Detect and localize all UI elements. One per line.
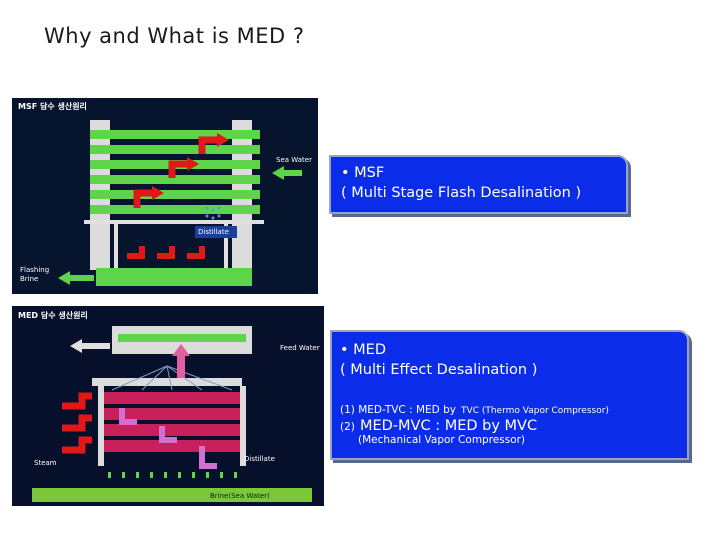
- med-tvc-suffix: TVC (Thermo Vapor Compressor): [461, 406, 609, 416]
- med-effect: [102, 408, 242, 420]
- msf-sea-water-label: Sea Water: [276, 156, 312, 164]
- med-brine-label: Brine(Sea Water): [210, 492, 270, 500]
- msf-box-title: • MSF: [341, 165, 385, 181]
- med-effect: [102, 392, 242, 404]
- msf-stage: [90, 190, 260, 199]
- med-box-subtitle: ( Multi Effect Desalination ): [340, 362, 538, 378]
- msf-stage: [90, 145, 260, 154]
- msf-diagram: MSF 담수 생산원리 Sea Water Distillate Flashin…: [12, 98, 318, 294]
- msf-flashing-label: Flashing: [20, 266, 50, 274]
- msf-diagram-header: MSF 담수 생산원리: [18, 102, 87, 111]
- msf-stage: [90, 205, 260, 214]
- msf-stage: [90, 130, 260, 139]
- med-mvc-number: (2): [340, 421, 355, 433]
- med-tvc-line: (1) MED-TVC : MED by TVC (Thermo Vapor C…: [340, 398, 609, 417]
- msf-brine-pool: [96, 268, 252, 286]
- msf-stage: [90, 175, 260, 184]
- med-box-title: • MED: [340, 342, 386, 358]
- msf-illustration: [12, 98, 318, 294]
- msf-box-subtitle: ( Multi Stage Flash Desalination ): [341, 185, 582, 201]
- med-diagram: MED 담수 생산원리 Feed Water Steam Distillate …: [12, 306, 324, 506]
- med-diagram-header: MED 담수 생산원리: [18, 311, 88, 320]
- med-mvc-sub: (Mechanical Vapor Compressor): [358, 434, 526, 446]
- med-mvc-main: MED-MVC : MED by MVC: [359, 418, 538, 434]
- page-title: Why and What is MED ?: [44, 24, 305, 48]
- med-illustration: [12, 306, 324, 506]
- msf-brine-label: Brine: [20, 275, 39, 283]
- med-feed-water-label: Feed Water: [280, 344, 320, 352]
- msf-distillate-label: Distillate: [198, 228, 229, 236]
- msf-sea-water-arrow: [272, 166, 302, 180]
- msf-info-box: • MSF ( Multi Stage Flash Desalination ): [329, 155, 628, 214]
- med-distillate-label: Distillate: [244, 455, 275, 463]
- med-effect: [102, 424, 242, 436]
- med-brine-pool: [32, 488, 312, 502]
- med-steam-label: Steam: [34, 459, 57, 467]
- med-tvc-prefix: (1) MED-TVC : MED by: [340, 404, 456, 416]
- med-mvc-line: (2) MED-MVC : MED by MVC: [340, 415, 537, 434]
- med-effect: [102, 440, 242, 452]
- med-info-box: • MED ( Multi Effect Desalination ) (1) …: [330, 330, 689, 460]
